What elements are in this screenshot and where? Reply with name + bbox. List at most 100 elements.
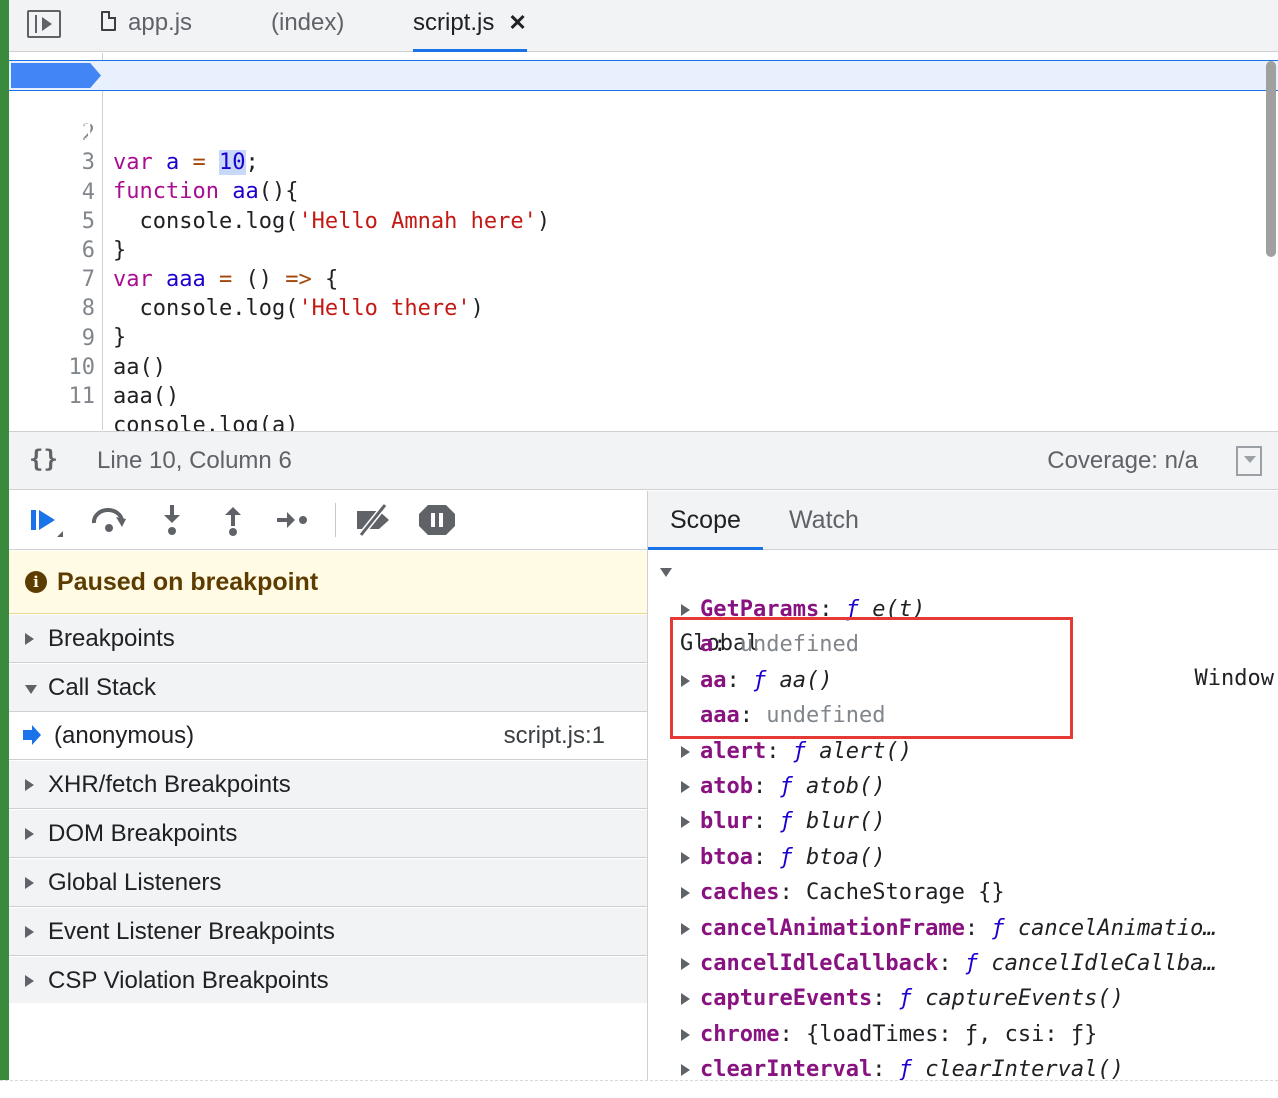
property-text: a: undefined [700, 627, 859, 662]
expand-arrow-icon [25, 633, 34, 645]
section-csp-violation-breakpoints[interactable]: CSP Violation Breakpoints [9, 957, 647, 1005]
section-global-listeners[interactable]: Global Listeners [9, 859, 647, 907]
resume-icon[interactable] [27, 503, 67, 537]
line-number[interactable]: 3 [81, 150, 95, 175]
function-glyph: ƒ [792, 738, 820, 764]
breakpoint-marker[interactable] [11, 63, 101, 88]
scope-property-aaa[interactable]: aaa: undefined [648, 698, 1278, 733]
section-label: XHR/fetch Breakpoints [48, 771, 291, 798]
close-tab-icon[interactable]: ✕ [508, 10, 527, 35]
line-number[interactable]: 1 [81, 121, 95, 146]
section-label: DOM Breakpoints [48, 820, 238, 847]
tab-app-js[interactable]: app.js [101, 0, 192, 52]
property-separator: : [713, 632, 740, 658]
expand-arrow-icon [25, 975, 34, 987]
property-value: btoa() [805, 844, 886, 870]
line-number[interactable]: 9 [81, 326, 95, 351]
property-separator: : [819, 597, 846, 622]
scope-value: Window [1194, 666, 1274, 691]
line-gutter[interactable] [9, 53, 103, 430]
property-value: cancelAnimatio… [1017, 915, 1217, 941]
scope-property-chrome[interactable]: chrome: {loadTimes: ƒ, csi: ƒ} [648, 1017, 1278, 1052]
code-line-4[interactable]: 4 console.log('Hello Amnah here') [9, 149, 1278, 234]
code-line-11[interactable]: 11 console.log(a) [9, 353, 1278, 438]
property-key: atob [700, 774, 753, 799]
tab-index[interactable]: (index) [271, 0, 344, 52]
step-into-icon[interactable] [152, 503, 192, 537]
call-stack-frame[interactable]: (anonymous) script.js:1 [9, 712, 647, 760]
tab-scope[interactable]: Scope [648, 491, 763, 550]
line-number[interactable]: 7 [81, 267, 95, 292]
line-number[interactable]: 6 [81, 238, 95, 263]
code-line-7[interactable]: 7 console.log('Hello there') [9, 236, 1278, 321]
section-xhr-breakpoints[interactable]: XHR/fetch Breakpoints [9, 761, 647, 809]
code-line-2[interactable]: 2 [9, 90, 1278, 146]
line-number[interactable]: 4 [81, 180, 95, 205]
expand-arrow-icon [681, 781, 690, 793]
expand-arrow-icon [681, 958, 690, 970]
code-line-5[interactable]: 5 } [9, 178, 1278, 263]
expand-arrow-icon [681, 993, 690, 1006]
section-breakpoints[interactable]: Breakpoints [9, 615, 647, 663]
scope-property-cancelIdleCallback[interactable]: cancelIdleCallback: ƒ cancelIdleCallba… [648, 946, 1278, 981]
coverage-status: Coverage: n/a [1047, 447, 1198, 474]
panel-divider[interactable] [647, 491, 648, 1080]
line-number[interactable]: 10 [68, 355, 96, 380]
editor-scrollbar[interactable] [1266, 61, 1276, 257]
property-separator: : [726, 667, 753, 693]
scope-property-cancelAnimationFrame[interactable]: cancelAnimationFrame: ƒ cancelAnimatio… [648, 911, 1278, 946]
section-dom-breakpoints[interactable]: DOM Breakpoints [9, 810, 647, 858]
line-number[interactable]: 8 [81, 296, 95, 321]
scope-global[interactable]: Global Window [648, 556, 1278, 691]
tab-label: app.js [128, 9, 193, 36]
punctuation: ; [245, 150, 259, 175]
frame-location[interactable]: script.js:1 [503, 722, 605, 749]
keyword: var [113, 267, 153, 292]
code-line-1[interactable]: 1 var a = 10; [9, 60, 1278, 175]
deactivate-breakpoints-icon[interactable] [353, 503, 393, 537]
step-icon[interactable] [273, 503, 313, 537]
scope-property-blur[interactable]: blur: ƒ blur() [648, 804, 1278, 839]
scope-property-alert[interactable]: alert: ƒ alert() [648, 734, 1278, 769]
property-key: a [700, 632, 714, 658]
code-line-8[interactable]: 8 } [9, 265, 1278, 350]
code-editor[interactable]: 1 var a = 10; 2 3 function aa(){ 4 conso… [9, 53, 1278, 438]
property-value: captureEvents() [925, 986, 1124, 1012]
property-key: cancelAnimationFrame [700, 915, 965, 941]
section-event-listener-breakpoints[interactable]: Event Listener Breakpoints [9, 908, 647, 956]
code-line-3[interactable]: 3 function aa(){ [9, 119, 1278, 204]
string-literal: 'Hello there' [298, 296, 471, 321]
scope-property-caches[interactable]: caches: CacheStorage {} [648, 875, 1278, 910]
section-label: Call Stack [48, 674, 157, 701]
line-number[interactable]: 11 [68, 384, 96, 409]
line-number[interactable]: 5 [81, 209, 95, 234]
section-call-stack[interactable]: Call Stack [9, 664, 647, 712]
identifier: a [166, 150, 180, 175]
code-line-10[interactable]: 10 aaa() [9, 324, 1278, 409]
scope-property-a[interactable]: a: undefined [648, 627, 1278, 662]
scope-property-btoa[interactable]: btoa: ƒ btoa() [648, 840, 1278, 875]
property-key: aa [700, 667, 727, 693]
code-line-6[interactable]: 6 var aaa = () => { [9, 207, 1278, 292]
tab-watch[interactable]: Watch [789, 506, 859, 534]
tab-label: script.js [413, 9, 495, 36]
coverage-toggle-icon[interactable] [1236, 446, 1262, 476]
info-icon: i [25, 571, 47, 593]
scope-property-captureEvents[interactable]: captureEvents: ƒ captureEvents() [648, 981, 1278, 1016]
property-separator: : [779, 880, 806, 906]
scope-property-clearInterval[interactable]: clearInterval: ƒ clearInterval() [648, 1052, 1278, 1080]
operator: = [219, 267, 233, 292]
pretty-print-icon[interactable]: {} [29, 445, 58, 473]
pause-on-exceptions-icon[interactable] [417, 503, 457, 537]
line-number[interactable]: 2 [81, 121, 95, 146]
step-out-icon[interactable] [213, 503, 253, 537]
sidebar-toggle-icon[interactable] [27, 10, 61, 38]
code-line-9[interactable]: 9 aa() [9, 295, 1278, 380]
scope-property-atob[interactable]: atob: ƒ atob() [648, 769, 1278, 804]
property-separator: : [766, 738, 793, 764]
scope-property-aa[interactable]: aa: ƒ aa() [648, 663, 1278, 698]
window-edge [0, 0, 9, 1080]
tab-script-js[interactable]: script.js ✕ [413, 0, 527, 52]
function-glyph: ƒ [898, 986, 926, 1012]
step-over-icon[interactable] [89, 503, 129, 537]
